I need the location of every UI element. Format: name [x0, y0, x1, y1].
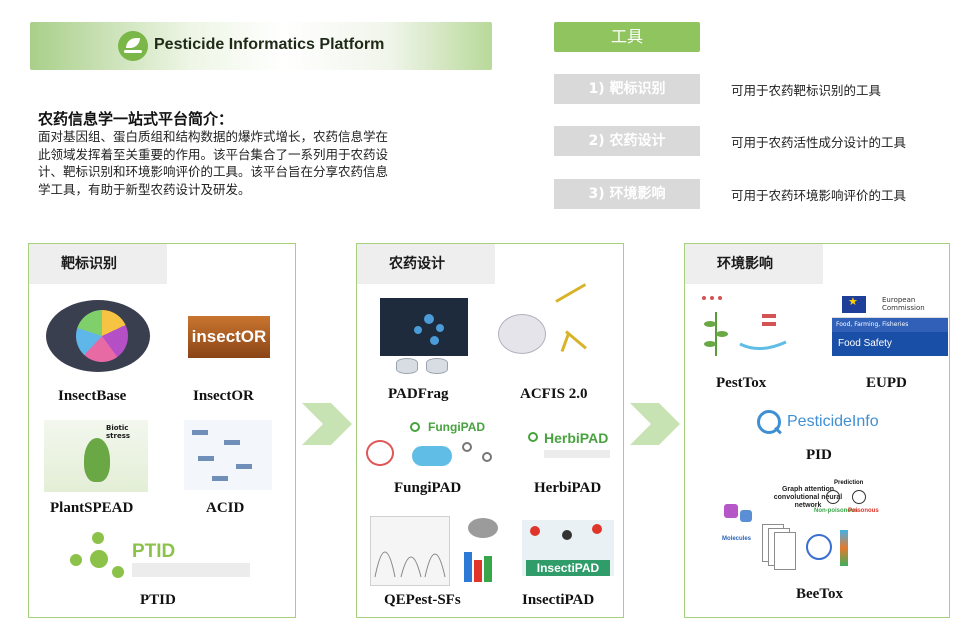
tool-desc-design: 可用于农药活性成分设计的工具: [731, 135, 907, 150]
plantspead-thumbnail[interactable]: Biotic stress: [44, 420, 148, 492]
magnifier-logo-icon: [757, 410, 781, 434]
insectipad-thumbnail[interactable]: InsectiPAD: [522, 520, 614, 576]
tool-pill-target[interactable]: 1) 靶标识别: [554, 74, 700, 104]
tools-header: 工具: [554, 22, 700, 52]
insectbase-pie-thumbnail[interactable]: [46, 300, 150, 372]
tool-pesttox[interactable]: PestTox: [716, 375, 767, 391]
chevron-right-icon: [302, 403, 352, 445]
tool-insectipad[interactable]: InsectiPAD: [522, 592, 595, 608]
fungipad-logo: FungiPAD: [428, 420, 486, 434]
tool-insectbase[interactable]: InsectBase: [58, 388, 127, 404]
acid-node: [224, 440, 240, 445]
acfis-thumbnail[interactable]: [496, 283, 606, 360]
bar-icon: [464, 548, 494, 582]
padfrag-thumbnail[interactable]: [380, 298, 468, 356]
tool-insector[interactable]: InsectOR: [193, 388, 254, 404]
acid-node: [192, 430, 208, 435]
database-icon: [396, 358, 418, 374]
eupd-commission-text: European Commission: [882, 296, 925, 312]
beetox-prediction-text: Prediction: [834, 480, 864, 486]
acid-thumbnail[interactable]: [184, 420, 272, 490]
tool-padfrag[interactable]: PADFrag: [388, 386, 449, 402]
tool-herbipad[interactable]: HerbiPAD: [534, 480, 602, 496]
tool-pill-env[interactable]: 3) 环境影响: [554, 179, 700, 209]
acid-node: [212, 476, 228, 481]
intro-body: 面对基因组、蛋白质组和结构数据的爆炸式增长，农药信息学在 此领域发挥着至关重要的…: [38, 128, 488, 198]
database-icon: [426, 358, 448, 374]
fungipad-thumbnail[interactable]: FungiPAD: [366, 420, 506, 472]
bee-icon: [852, 490, 866, 504]
tool-desc-env: 可用于农药环境影响评价的工具: [731, 188, 907, 203]
panel-title-target: 靶标识别: [29, 244, 167, 284]
tool-desc-target: 可用于农药靶标识别的工具: [731, 83, 882, 98]
panel-title-env: 环境影响: [685, 244, 823, 284]
intro-line: 计、靶标识别和环境影响评价的工具。该平台旨在分享农药信息: [38, 164, 389, 179]
beetox-nonpoisonous-text: Non-poisonous: [814, 508, 858, 514]
tool-plantspead[interactable]: PlantSPEAD: [50, 500, 134, 516]
spead-label: Biotic stress: [106, 424, 131, 440]
ptid-subtitle-bar: [132, 563, 250, 577]
intro-heading: 农药信息学一站式平台简介：: [38, 110, 234, 128]
ptid-molecule-icon: [70, 532, 128, 580]
tool-pill-design[interactable]: 2) 农药设计: [554, 126, 700, 156]
eupd-thumbnail[interactable]: European Commission Food, Farming, Fishe…: [832, 292, 948, 364]
intro-line: 学工具，有助于新型农药设计及研发。: [38, 181, 251, 197]
tool-qepest[interactable]: QEPest-SFs: [384, 592, 461, 608]
insector-thumbnail[interactable]: insectOR: [188, 316, 270, 358]
intro-line: 此领域发挥着至关重要的作用。该平台集合了一系列用于农药设: [38, 146, 389, 162]
eupd-band-text: Food, Farming, Fisheries: [832, 318, 948, 332]
tool-acid[interactable]: ACID: [206, 500, 245, 516]
beetox-molecules-text: Molecules: [722, 536, 752, 542]
acid-node: [198, 456, 214, 461]
pid-logo-text: PesticideInfo: [787, 413, 879, 430]
chevron-right-icon: [630, 403, 680, 445]
eupd-food-safety-text: Food Safety: [832, 332, 948, 356]
platform-banner: Pesticide Informatics Platform: [30, 22, 492, 70]
beetox-thumbnail[interactable]: Graph attention convolutional neural net…: [722, 480, 879, 582]
pesttox-thumbnail[interactable]: [690, 292, 798, 364]
intro-line: 面对基因组、蛋白质组和结构数据的爆炸式增长，农药信息学在: [38, 129, 389, 144]
qepest-chart-thumbnail[interactable]: [370, 516, 450, 586]
tool-ptid[interactable]: PTID: [140, 592, 176, 608]
panel-title-design: 农药设计: [357, 244, 495, 284]
acid-node: [236, 464, 252, 469]
leaf-logo-icon: [118, 31, 148, 61]
plant-icon: [84, 438, 110, 482]
herbipad-logo: HerbiPAD: [544, 430, 609, 446]
protein-blob: [498, 314, 546, 354]
banner-title: Pesticide Informatics Platform: [154, 36, 385, 53]
tool-fungipad[interactable]: FungiPAD: [394, 480, 462, 496]
curves-graphic: [374, 551, 446, 578]
beetox-gat-text: Graph attention convolutional neural net…: [773, 486, 843, 509]
tool-beetox[interactable]: BeeTox: [796, 586, 843, 602]
bee-icon: [826, 490, 840, 504]
pesttox-diagram: [702, 296, 787, 356]
beetox-poisonous-text: Poisonous: [848, 508, 879, 514]
tool-pid[interactable]: PID: [806, 447, 832, 463]
tool-acfis[interactable]: ACFIS 2.0: [520, 386, 588, 402]
cloud-icon: [468, 518, 498, 538]
herbipad-thumbnail[interactable]: HerbiPAD: [524, 426, 614, 472]
insectipad-logo: InsectiPAD: [526, 560, 610, 576]
ptid-logo-text: PTID: [132, 541, 176, 562]
tool-eupd[interactable]: EUPD: [866, 375, 907, 391]
eu-flag-icon: [842, 295, 866, 313]
